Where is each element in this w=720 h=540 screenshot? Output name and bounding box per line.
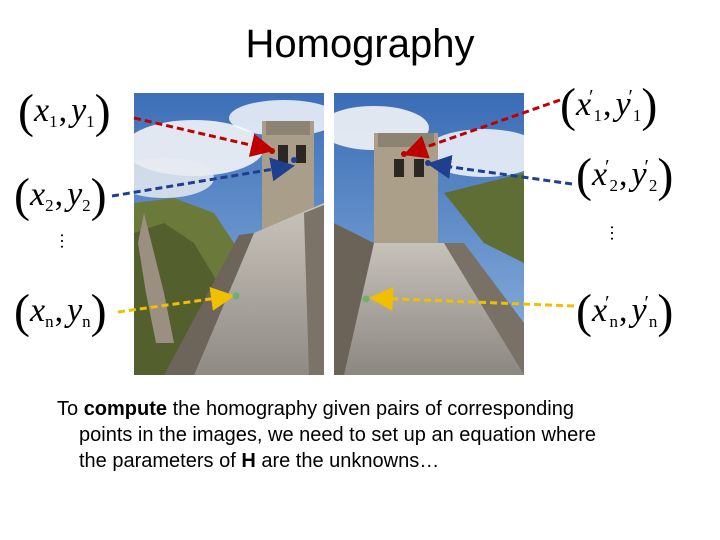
left-image-great-wall xyxy=(134,93,324,375)
arrow-right-point-1 xyxy=(403,98,561,159)
arrow-left-point-1 xyxy=(133,116,275,157)
right-image-point-1-marker xyxy=(401,151,407,157)
slide-title: Homography xyxy=(245,22,475,66)
left-image-point-2-marker xyxy=(291,157,297,163)
arrow-right-point-2 xyxy=(427,155,573,186)
arrow-right-point-n xyxy=(369,286,575,311)
caption-text: To compute the homography given pairs of… xyxy=(57,398,597,472)
left-image-point-n-marker xyxy=(232,292,240,300)
right-point-1-label: (x′1,y′1) xyxy=(560,79,658,132)
right-image-point-2-marker xyxy=(425,160,431,166)
right-point-2-label: (x′2,y′2) xyxy=(576,149,674,202)
left-point-2-label: (x2,y2) xyxy=(14,169,107,222)
arrow-left-point-n xyxy=(117,287,235,314)
right-point-n-label: (x′n,y′n) xyxy=(576,285,674,338)
left-point-1-label: (x1,y1) xyxy=(18,85,111,138)
arrow-left-point-2 xyxy=(111,157,295,198)
left-point-n-label: (xn,yn) xyxy=(14,285,107,338)
right-image-point-n-marker xyxy=(362,295,370,303)
left-image-point-1-marker xyxy=(269,148,275,154)
